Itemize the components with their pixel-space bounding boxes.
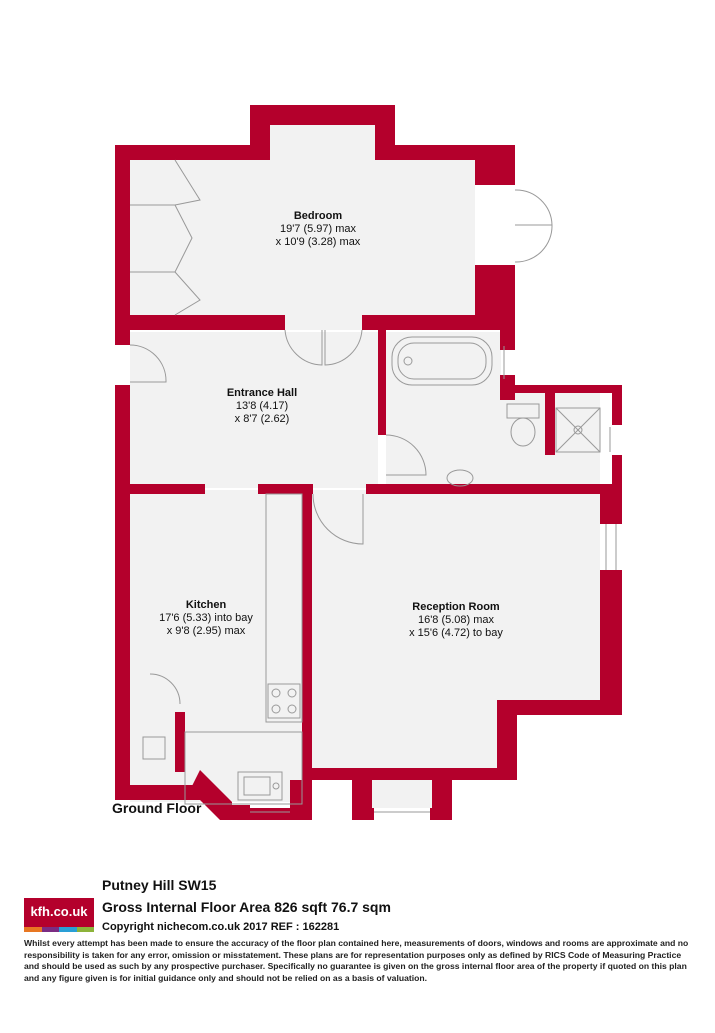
copyright-text: Copyright nichecom.co.uk 2017 REF : 1622… — [102, 921, 340, 933]
logo-color-segment — [41, 927, 59, 932]
room-label-entrance-hall: Entrance Hall 13'8 (4.17) x 8'7 (2.62) — [182, 387, 342, 426]
logo-color-strip — [24, 927, 94, 932]
room-dimension: x 15'6 (4.72) to bay — [409, 627, 503, 639]
brand-logo: kfh.co.uk — [24, 898, 94, 932]
floor-area-total: Gross Internal Floor Area 826 sqft 76.7 … — [102, 899, 391, 915]
walls — [115, 105, 622, 820]
room-dimension: x 8'7 (2.62) — [234, 413, 290, 425]
property-address: Putney Hill SW15 — [102, 877, 217, 893]
floor-plan — [115, 105, 622, 820]
room-dimension: 19'7 (5.97) max — [279, 223, 357, 235]
room-label-bedroom: Bedroom 19'7 (5.97) max x 10'9 (3.28) ma… — [238, 210, 398, 249]
room-dimension: 17'6 (5.33) into bay — [159, 612, 253, 624]
room-label-kitchen: Kitchen 17'6 (5.33) into bay x 9'8 (2.95… — [126, 599, 286, 638]
room-name: Bedroom — [293, 210, 343, 222]
floor-label: Ground Floor — [112, 800, 202, 816]
room-label-reception: Reception Room 16'8 (5.08) max x 15'6 (4… — [366, 601, 546, 640]
logo-color-segment — [76, 927, 94, 932]
fixtures — [129, 159, 617, 813]
room-name: Reception Room — [412, 601, 500, 613]
room-dimension: x 9'8 (2.95) max — [166, 625, 246, 637]
room-dimension: 16'8 (5.08) max — [417, 614, 495, 626]
room-dimension: 13'8 (4.17) — [235, 400, 289, 412]
disclaimer-text: Whilst every attempt has been made to en… — [24, 938, 689, 983]
logo-text: kfh.co.uk — [30, 904, 88, 919]
floor-area — [130, 125, 600, 808]
room-name: Entrance Hall — [226, 387, 298, 399]
room-dimension: x 10'9 (3.28) max — [275, 236, 361, 248]
room-name: Kitchen — [185, 599, 227, 611]
logo-color-segment — [24, 927, 42, 932]
logo-color-segment — [59, 927, 77, 932]
